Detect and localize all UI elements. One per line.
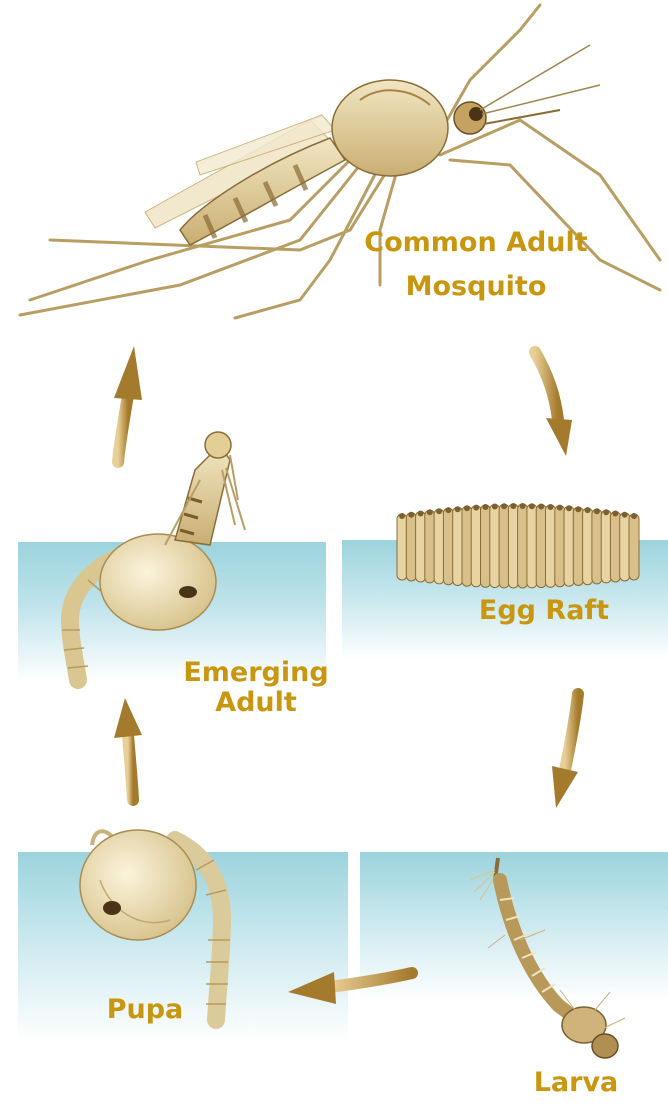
egg-tip xyxy=(501,503,507,509)
label-line: Adult xyxy=(180,688,332,718)
antenna xyxy=(482,85,600,114)
egg xyxy=(443,508,453,585)
egg xyxy=(573,507,583,585)
larva-illustration xyxy=(470,858,625,1058)
arrow-emerging-to-adult xyxy=(114,346,142,462)
egg-tip xyxy=(492,504,498,510)
egg xyxy=(490,505,500,588)
label-egg-raft: Egg Raft xyxy=(474,596,614,626)
egg xyxy=(564,506,574,586)
egg xyxy=(546,505,556,587)
egg xyxy=(518,504,528,588)
egg-tip xyxy=(418,511,424,517)
egg-tip xyxy=(464,505,470,511)
egg-tip xyxy=(566,505,572,511)
pupa-body xyxy=(80,830,196,940)
egg-raft-illustration xyxy=(397,503,639,588)
egg xyxy=(629,514,639,580)
egg xyxy=(508,504,518,588)
egg-tip xyxy=(473,505,479,511)
egg xyxy=(481,505,491,587)
arrow-eggs-to-larva xyxy=(552,694,578,808)
egg-tip xyxy=(436,508,442,514)
larva-body xyxy=(500,880,584,1025)
egg xyxy=(462,506,472,586)
egg xyxy=(499,504,509,588)
egg-tip xyxy=(510,503,516,509)
egg-tip xyxy=(575,506,581,512)
egg xyxy=(610,512,620,583)
label-emerging-adult: Emerging Adult xyxy=(180,658,332,718)
egg xyxy=(527,504,537,588)
egg-tip xyxy=(520,503,526,509)
egg-tip xyxy=(445,507,451,513)
egg xyxy=(425,510,435,583)
egg-tip xyxy=(548,504,554,510)
tube-hairs xyxy=(470,870,497,900)
egg-tip xyxy=(631,513,637,519)
egg xyxy=(453,507,463,585)
egg-tip xyxy=(455,506,461,512)
egg xyxy=(536,505,546,588)
arrow-adult-to-eggs xyxy=(535,352,572,456)
egg xyxy=(397,514,407,580)
egg-tip xyxy=(529,503,535,509)
label-pupa: Pupa xyxy=(100,995,190,1025)
egg xyxy=(620,513,630,581)
egg xyxy=(555,506,565,587)
egg xyxy=(601,510,611,583)
egg-tip xyxy=(538,504,544,510)
emerging-adult-illustration xyxy=(62,432,245,680)
egg xyxy=(592,509,602,584)
egg-tip xyxy=(427,509,433,515)
egg-tip xyxy=(585,507,591,513)
larva-head xyxy=(592,1034,618,1058)
pupa-illustration xyxy=(80,830,230,1020)
egg xyxy=(406,513,416,581)
egg-tip xyxy=(622,512,628,518)
egg xyxy=(471,506,481,587)
egg-tip xyxy=(594,508,600,514)
egg-tip xyxy=(408,512,414,518)
label-line: Emerging xyxy=(180,658,332,688)
label-line: Common Adult xyxy=(352,228,600,258)
arrow-pupa-to-emerging xyxy=(114,698,142,800)
egg xyxy=(434,509,444,584)
egg xyxy=(583,508,593,585)
arrow-larva-to-pupa xyxy=(288,972,412,1004)
thorax xyxy=(332,80,448,176)
egg xyxy=(416,512,426,583)
label-common-adult-mosquito: Common Adult Mosquito xyxy=(352,228,600,302)
egg-tip xyxy=(399,513,405,519)
egg-tip xyxy=(483,504,489,510)
pupal-case xyxy=(100,534,216,630)
label-line: Mosquito xyxy=(352,272,600,302)
egg-tip xyxy=(612,511,618,517)
larva-bristles xyxy=(488,930,625,1030)
egg-tip xyxy=(557,505,563,511)
label-larva: Larva xyxy=(526,1068,626,1098)
egg-tip xyxy=(603,509,609,515)
